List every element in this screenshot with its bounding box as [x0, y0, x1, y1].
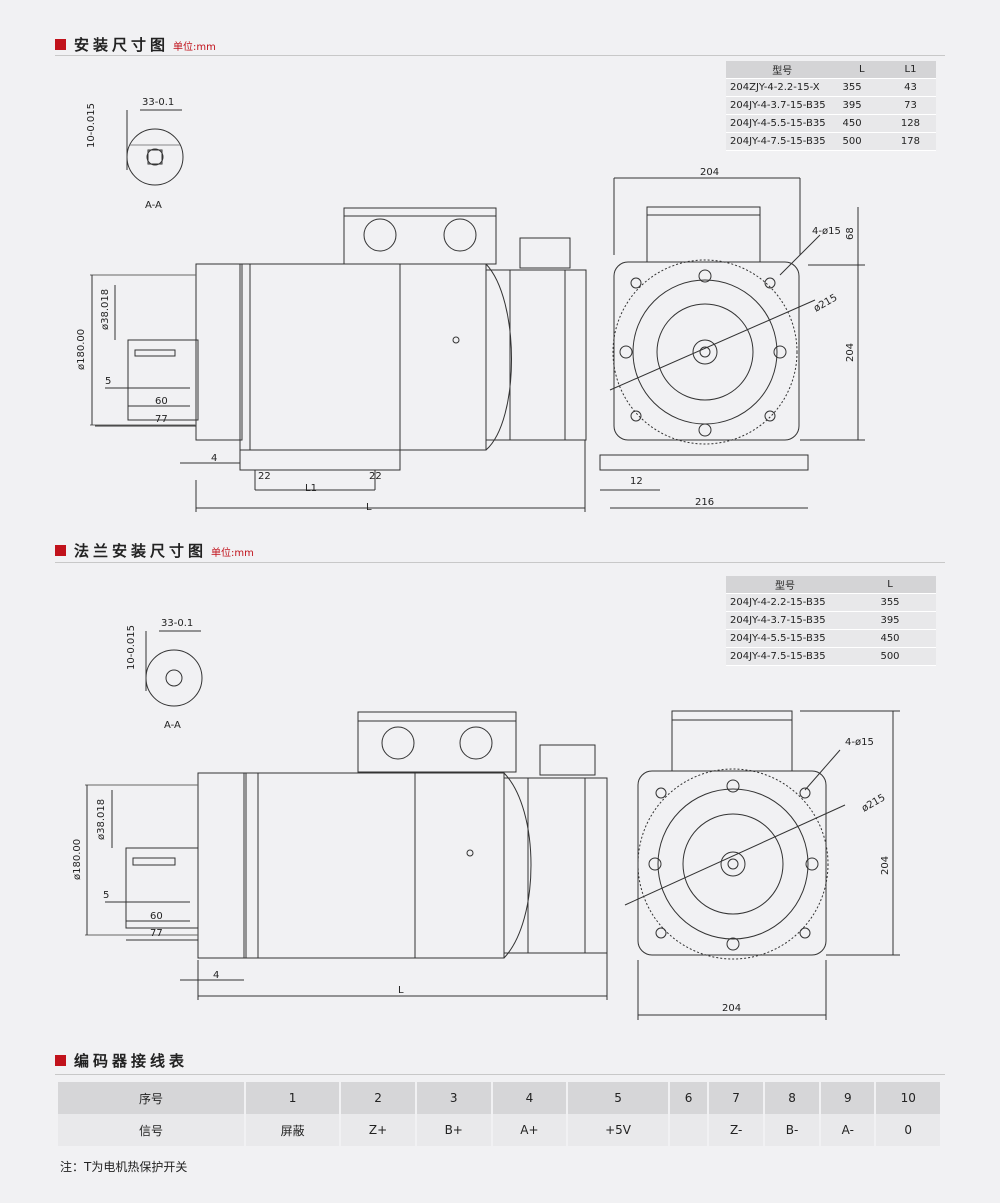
dim-label: 77 — [150, 928, 163, 939]
aa-section-1 — [126, 109, 184, 186]
dim-label: L — [398, 985, 404, 996]
dim-label: ø180.00 — [76, 328, 87, 370]
section-title-encoder: 编码器接线表 — [55, 1050, 188, 1071]
dim-label: 4 — [213, 970, 220, 981]
divider — [55, 562, 945, 563]
dim-label: 4 — [211, 453, 218, 464]
dim-label: 204 — [722, 1003, 742, 1014]
dim-label: 68 — [845, 227, 856, 240]
dim-label: L1 — [305, 483, 317, 494]
dim-label: 60 — [155, 396, 168, 407]
encoder-table: 序号 1 2 3 4 5 6 7 8 9 10 信号 屏蔽 Z+ B+ A+ +… — [58, 1082, 942, 1146]
dim-label: 5 — [103, 890, 110, 901]
dim-label: 204 — [700, 167, 720, 178]
footnote: 注：T为电机热保护开关 — [60, 1160, 188, 1174]
dim-label: 204 — [880, 855, 891, 875]
dim-label: 216 — [695, 497, 715, 508]
motor-side-view-2 — [85, 711, 608, 1000]
divider — [55, 55, 945, 56]
section-title-install: 安装尺寸图 单位:mm — [55, 34, 216, 55]
red-square-icon — [55, 1055, 66, 1066]
red-square-icon — [55, 545, 66, 556]
dim-label: 33-0.1 — [161, 618, 194, 629]
motor-end-view-1 — [599, 177, 865, 509]
dim-label: 204 — [845, 342, 856, 362]
table-row: 信号 屏蔽 Z+ B+ A+ +5V Z- B- A- 0 — [58, 1114, 942, 1146]
dim-label: 10-0.015 — [86, 103, 97, 148]
dim-label: 77 — [155, 414, 168, 425]
dim-label: 22 — [369, 471, 382, 482]
motor-end-view-2 — [624, 710, 900, 1020]
technical-drawings — [85, 109, 900, 1020]
dim-label: 4-ø15 — [845, 737, 874, 748]
dim-label: 60 — [150, 911, 163, 922]
divider — [55, 1074, 945, 1075]
table-row: 序号 1 2 3 4 5 6 7 8 9 10 — [58, 1082, 942, 1114]
dim-label: 4-ø15 — [812, 226, 841, 237]
red-square-icon — [55, 39, 66, 50]
aa-label: A-A — [145, 200, 162, 211]
section-title-flange: 法兰安装尺寸图 单位:mm — [55, 540, 254, 561]
dim-label: 12 — [630, 476, 643, 487]
dim-label: 33-0.1 — [142, 97, 175, 108]
dim-label: ø38.018 — [100, 288, 111, 330]
dim-label: L — [366, 502, 372, 513]
dim-label: 5 — [105, 376, 112, 387]
aa-section-2 — [145, 630, 203, 707]
dim-label: ø38.018 — [96, 798, 107, 840]
motor-side-view-1 — [90, 207, 587, 512]
aa-label: A-A — [164, 720, 181, 731]
dim-label: 10-0.015 — [126, 625, 137, 670]
dim-label: ø180.00 — [72, 838, 83, 880]
dim-label: 22 — [258, 471, 271, 482]
